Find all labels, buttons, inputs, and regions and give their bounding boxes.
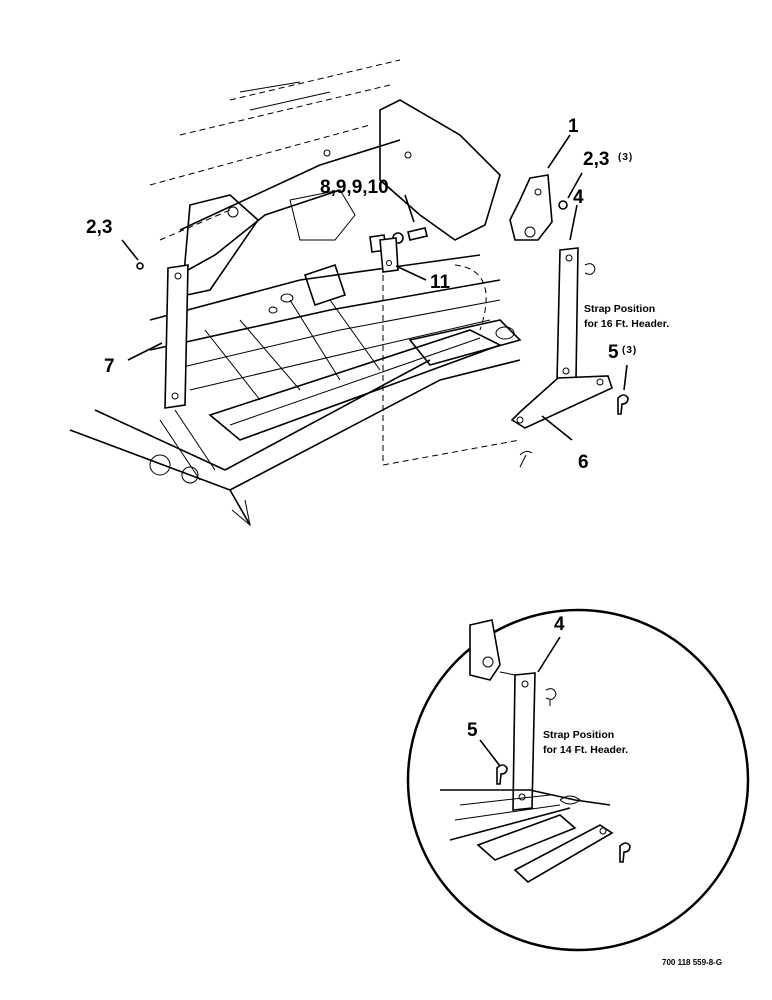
part-4-strap [556, 247, 596, 383]
callout-2-3-left: 2,3 [86, 217, 112, 238]
callout-5: 5 [608, 342, 619, 363]
part-5-pin [617, 394, 629, 415]
inset-detail-14ft [406, 608, 750, 952]
callout-4: 4 [573, 187, 584, 208]
part-2-3-bolt-left [136, 262, 144, 270]
note-16ft-line1: Strap Position [584, 303, 655, 315]
part-1-bracket [509, 174, 553, 241]
note-14ft-line2: for 14 Ft. Header. [543, 744, 628, 756]
part-2-3-bolt-top [558, 200, 568, 210]
callout-5-qty: (3) [622, 345, 637, 356]
leader-lines [121, 134, 628, 767]
part-7-strap [164, 264, 189, 409]
callout-7: 7 [104, 356, 115, 377]
part-6-link [510, 375, 613, 468]
callout-6: 6 [578, 452, 589, 473]
inset-callout-5: 5 [467, 720, 478, 741]
callout-2-3-top: 2,3 [583, 149, 609, 170]
callout-11: 11 [430, 272, 451, 293]
callout-1: 1 [568, 116, 579, 137]
strap-notes: Strap Position for 16 Ft. Header. Strap … [543, 303, 669, 756]
callout-2-3-top-qty: (3) [618, 152, 633, 163]
figure-code: 700 118 559-8-G [662, 958, 722, 967]
inset-callout-4: 4 [554, 614, 565, 635]
header-frame-linework [69, 59, 522, 527]
part-8-9-10-hardware [392, 227, 428, 244]
callout-labels: 1 2,3 (3) 2,3 4 5 (3) 6 7 8,9,9,10 11 4 … [86, 116, 637, 741]
part-11-clevis [369, 234, 399, 273]
note-16ft-line2: for 16 Ft. Header. [584, 318, 669, 330]
note-14ft-line1: Strap Position [543, 729, 614, 741]
callout-8-9-9-10: 8,9,9,10 [320, 177, 389, 198]
